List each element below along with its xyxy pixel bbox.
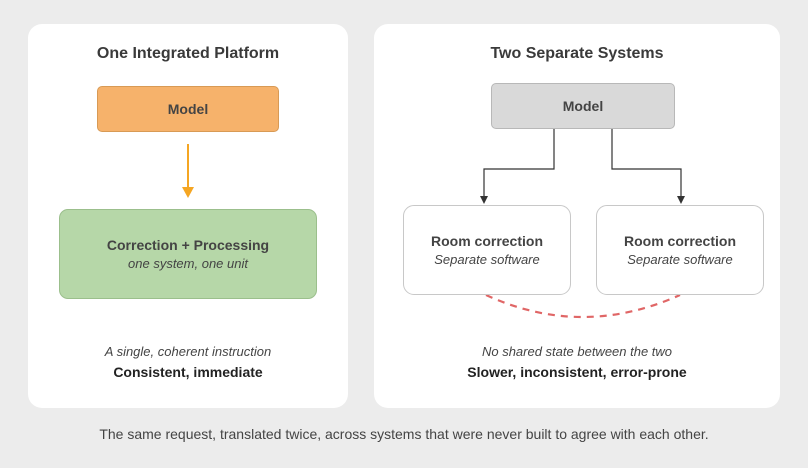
left-caption: A single, coherent instruction Consisten…: [28, 344, 348, 380]
model-label: Model: [167, 101, 209, 117]
room-correction-sublabel: Separate software: [627, 252, 733, 267]
footer-caption: The same request, translated twice, acro…: [99, 426, 709, 442]
process-sublabel: one system, one unit: [128, 256, 248, 271]
connector-line-right: [611, 129, 682, 197]
room-correction-sublabel: Separate software: [434, 252, 540, 267]
caption-verdict: Slower, inconsistent, error-prone: [467, 364, 687, 380]
process-label: Correction + Processing: [106, 237, 270, 253]
right-connector-layer: [480, 129, 685, 319]
integrated-platform-panel: One Integrated Platform Model Correction…: [28, 24, 348, 408]
left-arrow-layer: [182, 144, 194, 198]
dashed-disconnect-arc: [485, 293, 681, 319]
room-correction-label: Room correction: [430, 233, 543, 249]
model-box: Model: [491, 83, 675, 129]
model-box: Model: [97, 86, 279, 132]
arrowhead-right-icon: [677, 196, 685, 204]
panel-title: One Integrated Platform: [96, 45, 280, 62]
room-correction-box: Room correction Separate software: [403, 205, 571, 295]
down-arrow-icon: [182, 187, 194, 198]
caption-note: A single, coherent instruction: [104, 344, 272, 359]
arrowhead-left-icon: [480, 196, 488, 204]
caption-verdict: Consistent, immediate: [113, 364, 263, 380]
room-correction-box: Room correction Separate software: [596, 205, 764, 295]
panel-title: Two Separate Systems: [490, 45, 664, 62]
right-caption: No shared state between the two Slower, …: [374, 344, 780, 380]
separate-systems-panel: Two Separate Systems Model Room correcti…: [374, 24, 780, 408]
caption-note: No shared state between the two: [481, 344, 673, 359]
room-correction-label: Room correction: [623, 233, 736, 249]
connector-line-left: [483, 129, 555, 197]
model-label: Model: [562, 98, 604, 114]
correction-processing-box: Correction + Processing one system, one …: [59, 209, 317, 299]
